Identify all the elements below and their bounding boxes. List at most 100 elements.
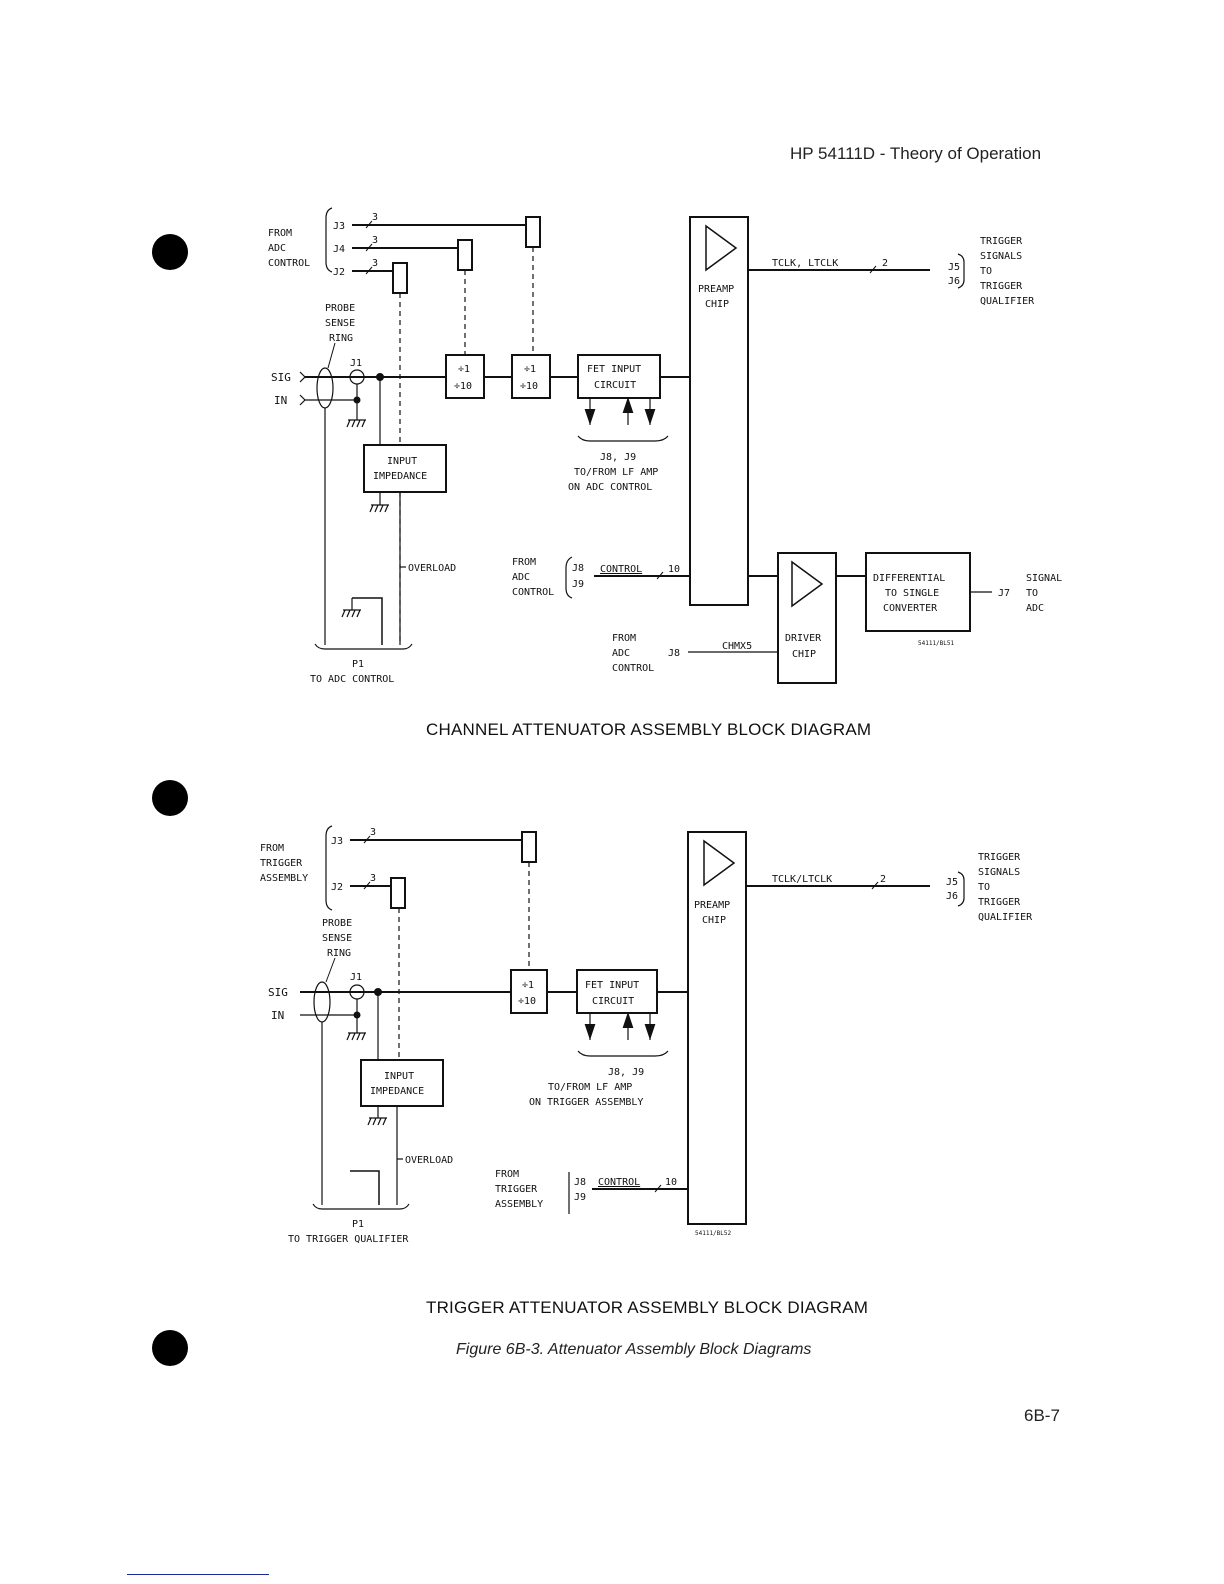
svg-text:ON TRIGGER ASSEMBLY: ON TRIGGER ASSEMBLY — [529, 1097, 643, 1108]
svg-text:TO ADC CONTROL: TO ADC CONTROL — [310, 674, 394, 685]
svg-text:TO: TO — [980, 266, 992, 277]
svg-text:FROM: FROM — [495, 1169, 519, 1180]
svg-text:10: 10 — [668, 564, 680, 575]
svg-text:TO: TO — [1026, 588, 1038, 599]
svg-text:ADC: ADC — [268, 243, 286, 254]
svg-text:CHMX5: CHMX5 — [722, 641, 752, 652]
svg-text:3: 3 — [370, 873, 376, 884]
svg-text:SENSE: SENSE — [322, 933, 352, 944]
svg-text:CONTROL: CONTROL — [598, 1177, 640, 1188]
svg-text:ADC: ADC — [612, 648, 630, 659]
probe-sense-ring-label: PROBE — [325, 303, 355, 314]
connector-brace — [325, 207, 333, 273]
binder-hole — [152, 780, 188, 816]
svg-text:TCLK/LTCLK: TCLK/LTCLK — [772, 874, 832, 885]
svg-text:÷1: ÷1 — [458, 364, 470, 375]
svg-text:ASSEMBLY: ASSEMBLY — [495, 1199, 543, 1210]
svg-text:J9: J9 — [572, 579, 584, 590]
svg-text:FET INPUT: FET INPUT — [587, 364, 641, 375]
connector-j3: J3 — [333, 221, 345, 232]
svg-text:J9: J9 — [574, 1192, 586, 1203]
svg-text:QUALIFIER: QUALIFIER — [980, 296, 1035, 307]
svg-text:3: 3 — [372, 235, 378, 246]
svg-text:J5: J5 — [948, 262, 960, 273]
svg-text:54111/BL52: 54111/BL52 — [695, 1230, 732, 1237]
page-header: HP 54111D - Theory of Operation — [790, 144, 1042, 163]
preamp-chip — [689, 216, 749, 606]
svg-text:÷10: ÷10 — [520, 381, 538, 392]
svg-text:J8: J8 — [572, 563, 584, 574]
svg-text:÷1: ÷1 — [522, 980, 534, 991]
overload-label: OVERLOAD — [408, 563, 456, 574]
connector-j3: J3 — [331, 836, 343, 847]
svg-text:CHIP: CHIP — [792, 649, 816, 660]
svg-text:TRIGGER: TRIGGER — [980, 236, 1023, 247]
svg-text:FROM: FROM — [512, 557, 536, 568]
svg-text:10: 10 — [665, 1177, 677, 1188]
p1-label: P1 — [352, 659, 364, 670]
svg-text:ADC: ADC — [1026, 603, 1044, 614]
svg-text:3: 3 — [372, 212, 378, 223]
svg-text:J5: J5 — [946, 877, 958, 888]
svg-text:3: 3 — [372, 258, 378, 269]
connector-j2: J2 — [333, 267, 345, 278]
svg-text:FROM: FROM — [612, 633, 636, 644]
svg-text:J6: J6 — [948, 276, 960, 287]
svg-text:INPUT: INPUT — [387, 456, 417, 467]
svg-text:TRIGGER: TRIGGER — [978, 852, 1021, 863]
svg-text:÷10: ÷10 — [454, 381, 472, 392]
svg-text:J1: J1 — [350, 972, 362, 983]
svg-text:SIG: SIG — [268, 986, 288, 999]
ground-icon — [346, 419, 366, 428]
input-impedance-block — [363, 444, 447, 493]
svg-text:TRIGGER: TRIGGER — [980, 281, 1023, 292]
svg-text:OVERLOAD: OVERLOAD — [405, 1155, 453, 1166]
svg-text:IMPEDANCE: IMPEDANCE — [370, 1086, 424, 1097]
svg-text:CIRCUIT: CIRCUIT — [594, 380, 636, 391]
svg-text:TO/FROM LF AMP: TO/FROM LF AMP — [548, 1082, 632, 1093]
svg-text:J8, J9: J8, J9 — [600, 452, 636, 463]
svg-text:÷1: ÷1 — [524, 364, 536, 375]
binder-hole — [152, 234, 188, 270]
driver-chip — [777, 552, 837, 684]
svg-text:DIFFERENTIAL: DIFFERENTIAL — [873, 573, 945, 584]
svg-text:J8, J9: J8, J9 — [608, 1067, 644, 1078]
svg-text:TO/FROM LF AMP: TO/FROM LF AMP — [574, 467, 658, 478]
svg-text:TRIGGER: TRIGGER — [978, 897, 1021, 908]
svg-text:INPUT: INPUT — [384, 1071, 414, 1082]
svg-text:CONTROL: CONTROL — [268, 258, 310, 269]
figure-caption: Figure 6B-3. Attenuator Assembly Block D… — [456, 1341, 812, 1358]
svg-text:PREAMP: PREAMP — [694, 900, 730, 911]
footer-rule — [127, 1574, 269, 1575]
svg-text:SIGNALS: SIGNALS — [978, 867, 1020, 878]
svg-text:TRIGGER: TRIGGER — [260, 858, 303, 869]
svg-text:ON ADC CONTROL: ON ADC CONTROL — [568, 482, 652, 493]
svg-text:FET INPUT: FET INPUT — [585, 980, 639, 991]
svg-text:TO SINGLE: TO SINGLE — [885, 588, 939, 599]
from-adc-label: FROM — [268, 228, 292, 239]
svg-text:SENSE: SENSE — [325, 318, 355, 329]
svg-text:J6: J6 — [946, 891, 958, 902]
svg-text:ADC: ADC — [512, 572, 530, 583]
svg-text:TCLK, LTCLK: TCLK, LTCLK — [772, 258, 838, 269]
in-label: IN — [274, 394, 287, 407]
svg-text:IMPEDANCE: IMPEDANCE — [373, 471, 427, 482]
svg-text:CONTROL: CONTROL — [512, 587, 554, 598]
channel-attenuator-diagram: FROM ADC CONTROL J3 3 J4 3 J2 3 PROBE SE… — [268, 207, 1062, 685]
j1-label: J1 — [350, 358, 362, 369]
svg-text:ASSEMBLY: ASSEMBLY — [260, 873, 308, 884]
svg-text:J8: J8 — [574, 1177, 586, 1188]
svg-text:CONTROL: CONTROL — [612, 663, 654, 674]
svg-text:CHIP: CHIP — [702, 915, 726, 926]
from-trigger-assembly-label: FROM — [260, 843, 284, 854]
svg-text:2: 2 — [880, 874, 886, 885]
svg-text:CONTROL: CONTROL — [600, 564, 642, 575]
svg-text:TO: TO — [978, 882, 990, 893]
svg-text:SIGNAL: SIGNAL — [1026, 573, 1062, 584]
svg-text:PROBE: PROBE — [322, 918, 352, 929]
drawing-id: 54111/BL51 — [918, 640, 955, 647]
svg-text:QUALIFIER: QUALIFIER — [978, 912, 1033, 923]
svg-text:CHIP: CHIP — [705, 299, 729, 310]
svg-text:J7: J7 — [998, 588, 1010, 599]
svg-text:CIRCUIT: CIRCUIT — [592, 996, 634, 1007]
